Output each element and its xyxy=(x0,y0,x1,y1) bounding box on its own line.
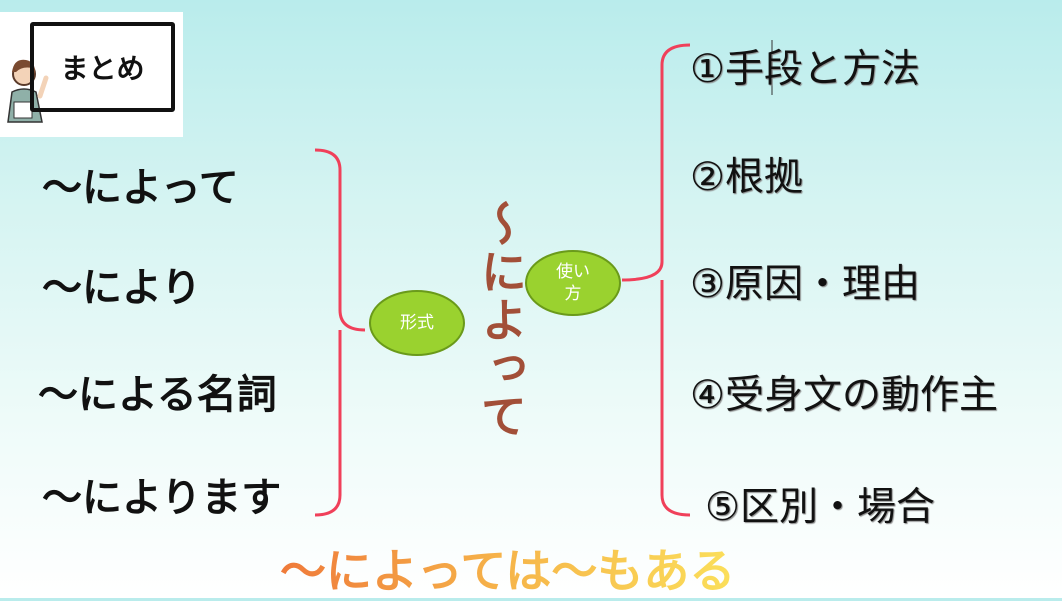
form-item: 〜による名詞 xyxy=(38,372,277,418)
form-item: 〜によります xyxy=(42,475,282,521)
footer-note: 〜によっては〜もある xyxy=(280,535,735,601)
usage-item: ①手段と方法 xyxy=(690,47,920,92)
summary-illustration: まとめ xyxy=(0,12,183,137)
usage-item: ②根拠 xyxy=(690,155,803,200)
usages-bracket xyxy=(621,43,691,517)
usage-item: ④受身文の動作主 xyxy=(690,373,998,418)
usage-item: ③原因・理由 xyxy=(690,262,920,307)
usage-item: ⑤区別・場合 xyxy=(705,485,935,530)
forms-bracket xyxy=(314,148,366,517)
center-title: 〜によって xyxy=(474,200,528,440)
summary-board: まとめ xyxy=(30,22,175,112)
teacher-figure-icon xyxy=(7,59,49,123)
form-node: 形式 xyxy=(369,290,465,356)
form-item: 〜によって xyxy=(42,165,239,211)
form-item: 〜により xyxy=(42,265,202,311)
usage-node: 使い方 xyxy=(525,250,621,316)
